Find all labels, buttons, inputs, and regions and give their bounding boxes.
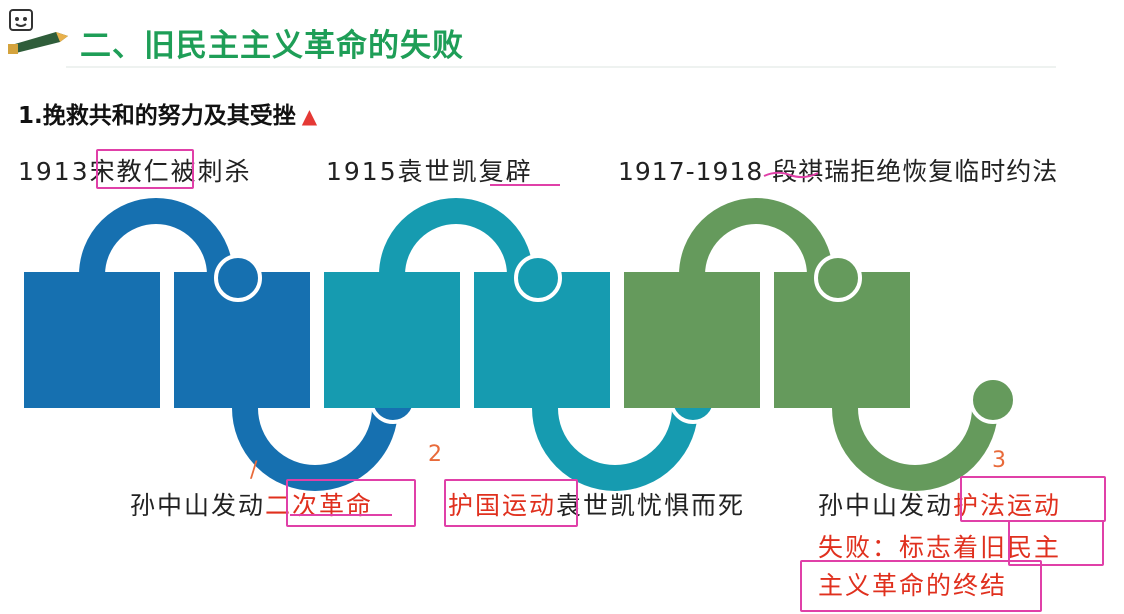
event-prefix: 孙中山发动 <box>130 491 266 520</box>
event-highlight: 护国运动 <box>448 491 557 520</box>
note-line-2: 主义革命的终结 <box>818 571 1008 600</box>
note-text: 失败：标志着 <box>818 533 981 562</box>
highlight-box-hufa <box>960 476 1106 522</box>
underline-duanqirui <box>763 171 819 179</box>
highlight-box-zhongjie <box>800 560 1042 612</box>
underline-fubi <box>490 184 560 186</box>
event-year: 1917-1918 <box>618 157 764 186</box>
event-highlight: 护法运动 <box>953 491 1062 520</box>
highlight-box-erci <box>286 479 416 527</box>
underline-erci <box>290 514 392 516</box>
event-1917-1918: 1917-1918 段祺瑞拒绝恢复临时约法 <box>618 152 1058 188</box>
event-year: 1915 <box>326 157 398 186</box>
event-text: 段祺瑞拒绝恢复临时约法 <box>772 157 1059 186</box>
event-1913: 1913宋教仁被刺杀 <box>18 152 252 188</box>
event-suffix: 袁世凯忧惧而死 <box>556 491 746 520</box>
handwritten-mark-1: / <box>250 458 258 483</box>
title-divider <box>66 66 1056 68</box>
section-title: 二、旧民主主义革命的失败 <box>80 28 464 64</box>
event-year: 1913 <box>18 157 90 186</box>
event-1915: 1915袁世凯复辟 <box>326 152 533 188</box>
note-line-1: 失败：标志着旧民主 <box>818 528 1061 564</box>
subsection-title: 1.挽救共和的努力及其受挫▲ <box>18 96 317 130</box>
highlight-box-jiuminzhu <box>1008 520 1104 566</box>
note-boxed-text: 旧民主 <box>980 533 1062 562</box>
event-bottom-3: 孙中山发动护法运动 <box>818 486 1061 522</box>
event-bottom-1: 孙中山发动二次革命 <box>130 486 373 522</box>
event-prefix: 孙中山发动 <box>818 491 954 520</box>
timeline-block-green <box>624 198 1017 491</box>
event-text: 袁世凯复辟 <box>397 157 533 186</box>
pencil-mascot-icon <box>8 9 68 54</box>
event-bottom-2: 护国运动袁世凯忧惧而死 <box>448 486 745 522</box>
subsection-title-text: 1.挽救共和的努力及其受挫 <box>18 103 296 129</box>
highlight-box-songjiaoren <box>96 149 194 189</box>
handwritten-mark-2: 2 <box>428 442 442 467</box>
handwritten-mark-3: 3 <box>992 448 1006 473</box>
event-text: 宋教仁被刺杀 <box>89 157 252 186</box>
timeline-block-teal <box>324 198 717 491</box>
warning-triangle-icon: ▲ <box>301 104 318 128</box>
timeline-block-blue <box>24 198 417 491</box>
highlight-box-huguo <box>444 479 578 527</box>
